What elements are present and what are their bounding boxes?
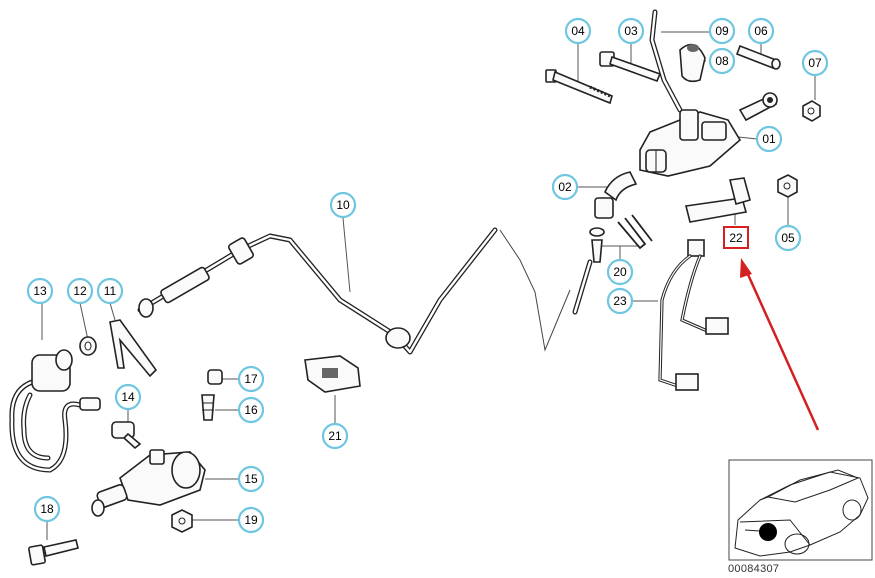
callout-06[interactable]: 06	[747, 17, 775, 45]
locator-thumbnail	[728, 459, 873, 561]
svg-text:06: 06	[754, 24, 768, 38]
callout-03[interactable]: 03	[617, 17, 645, 45]
callouts: 04 03 09 06 08 07 01 02 05 10 20 23 13 1…	[26, 17, 829, 534]
callout-22-highlighted[interactable]: 22	[723, 226, 749, 249]
diagram-id-number: 00084307	[728, 563, 780, 575]
seal-12	[79, 336, 97, 356]
bolt-18	[28, 539, 79, 566]
bracket-11	[109, 319, 158, 378]
location-marker	[759, 523, 777, 541]
callout-01[interactable]: 01	[755, 125, 783, 153]
bleeder-16	[201, 394, 215, 421]
svg-text:12: 12	[73, 284, 87, 298]
sensor-22	[685, 177, 751, 223]
svg-text:13: 13	[33, 284, 47, 298]
callout-07[interactable]: 07	[801, 49, 829, 77]
callout-11[interactable]: 11	[96, 277, 124, 305]
callout-20[interactable]: 20	[606, 258, 634, 286]
pin-06	[735, 44, 781, 70]
callout-08[interactable]: 08	[708, 47, 736, 75]
callout-19[interactable]: 19	[237, 506, 265, 534]
callout-16[interactable]: 16	[237, 396, 265, 424]
callout-17[interactable]: 17	[237, 365, 265, 393]
nut-05	[777, 174, 798, 198]
callout-10[interactable]: 10	[329, 191, 357, 219]
harness-23	[658, 239, 729, 391]
callout-13[interactable]: 13	[26, 277, 54, 305]
master-cylinder-01	[639, 92, 778, 177]
pipe-10	[137, 227, 571, 355]
svg-text:15: 15	[244, 472, 258, 486]
callout-05[interactable]: 05	[774, 224, 802, 252]
svg-text:07: 07	[808, 56, 822, 70]
callout-23[interactable]: 23	[606, 287, 634, 315]
bleeder-14	[111, 421, 142, 450]
svg-text:23: 23	[613, 294, 627, 308]
nut-19	[171, 509, 193, 533]
elbow-hose-02	[572, 171, 638, 315]
bolt-04	[545, 69, 613, 105]
nut-07	[802, 100, 821, 122]
svg-text:05: 05	[781, 231, 795, 245]
svg-text:02: 02	[558, 180, 572, 194]
clip-20	[617, 214, 653, 250]
slave-cylinder-15	[91, 449, 206, 517]
svg-text:09: 09	[715, 24, 729, 38]
holder-21	[304, 355, 361, 393]
callout-09[interactable]: 09	[708, 17, 736, 45]
svg-text:22: 22	[729, 231, 743, 245]
svg-text:11: 11	[104, 284, 117, 298]
svg-text:21: 21	[328, 429, 342, 443]
svg-text:17: 17	[244, 372, 258, 386]
svg-text:08: 08	[715, 54, 729, 68]
cap-08	[679, 43, 706, 83]
callout-12[interactable]: 12	[66, 277, 94, 305]
bolt-03	[599, 51, 662, 83]
svg-text:04: 04	[571, 24, 585, 38]
svg-text:01: 01	[762, 132, 776, 146]
callout-14[interactable]: 14	[114, 383, 142, 411]
svg-text:20: 20	[613, 265, 627, 279]
svg-text:10: 10	[336, 198, 350, 212]
callout-21[interactable]: 21	[321, 422, 349, 450]
callout-02[interactable]: 02	[551, 173, 579, 201]
svg-text:03: 03	[624, 24, 638, 38]
callout-18[interactable]: 18	[33, 495, 61, 523]
callout-04[interactable]: 04	[564, 17, 592, 45]
svg-text:14: 14	[121, 390, 135, 404]
svg-text:19: 19	[244, 513, 258, 527]
hose-end-14-fitting	[79, 397, 101, 411]
svg-text:18: 18	[40, 502, 54, 516]
callout-15[interactable]: 15	[237, 465, 265, 493]
cap-17	[207, 369, 223, 385]
hose-09	[649, 9, 683, 113]
hose-loop-13	[9, 349, 83, 473]
svg-text:16: 16	[244, 403, 258, 417]
highlight-arrow	[740, 258, 820, 431]
